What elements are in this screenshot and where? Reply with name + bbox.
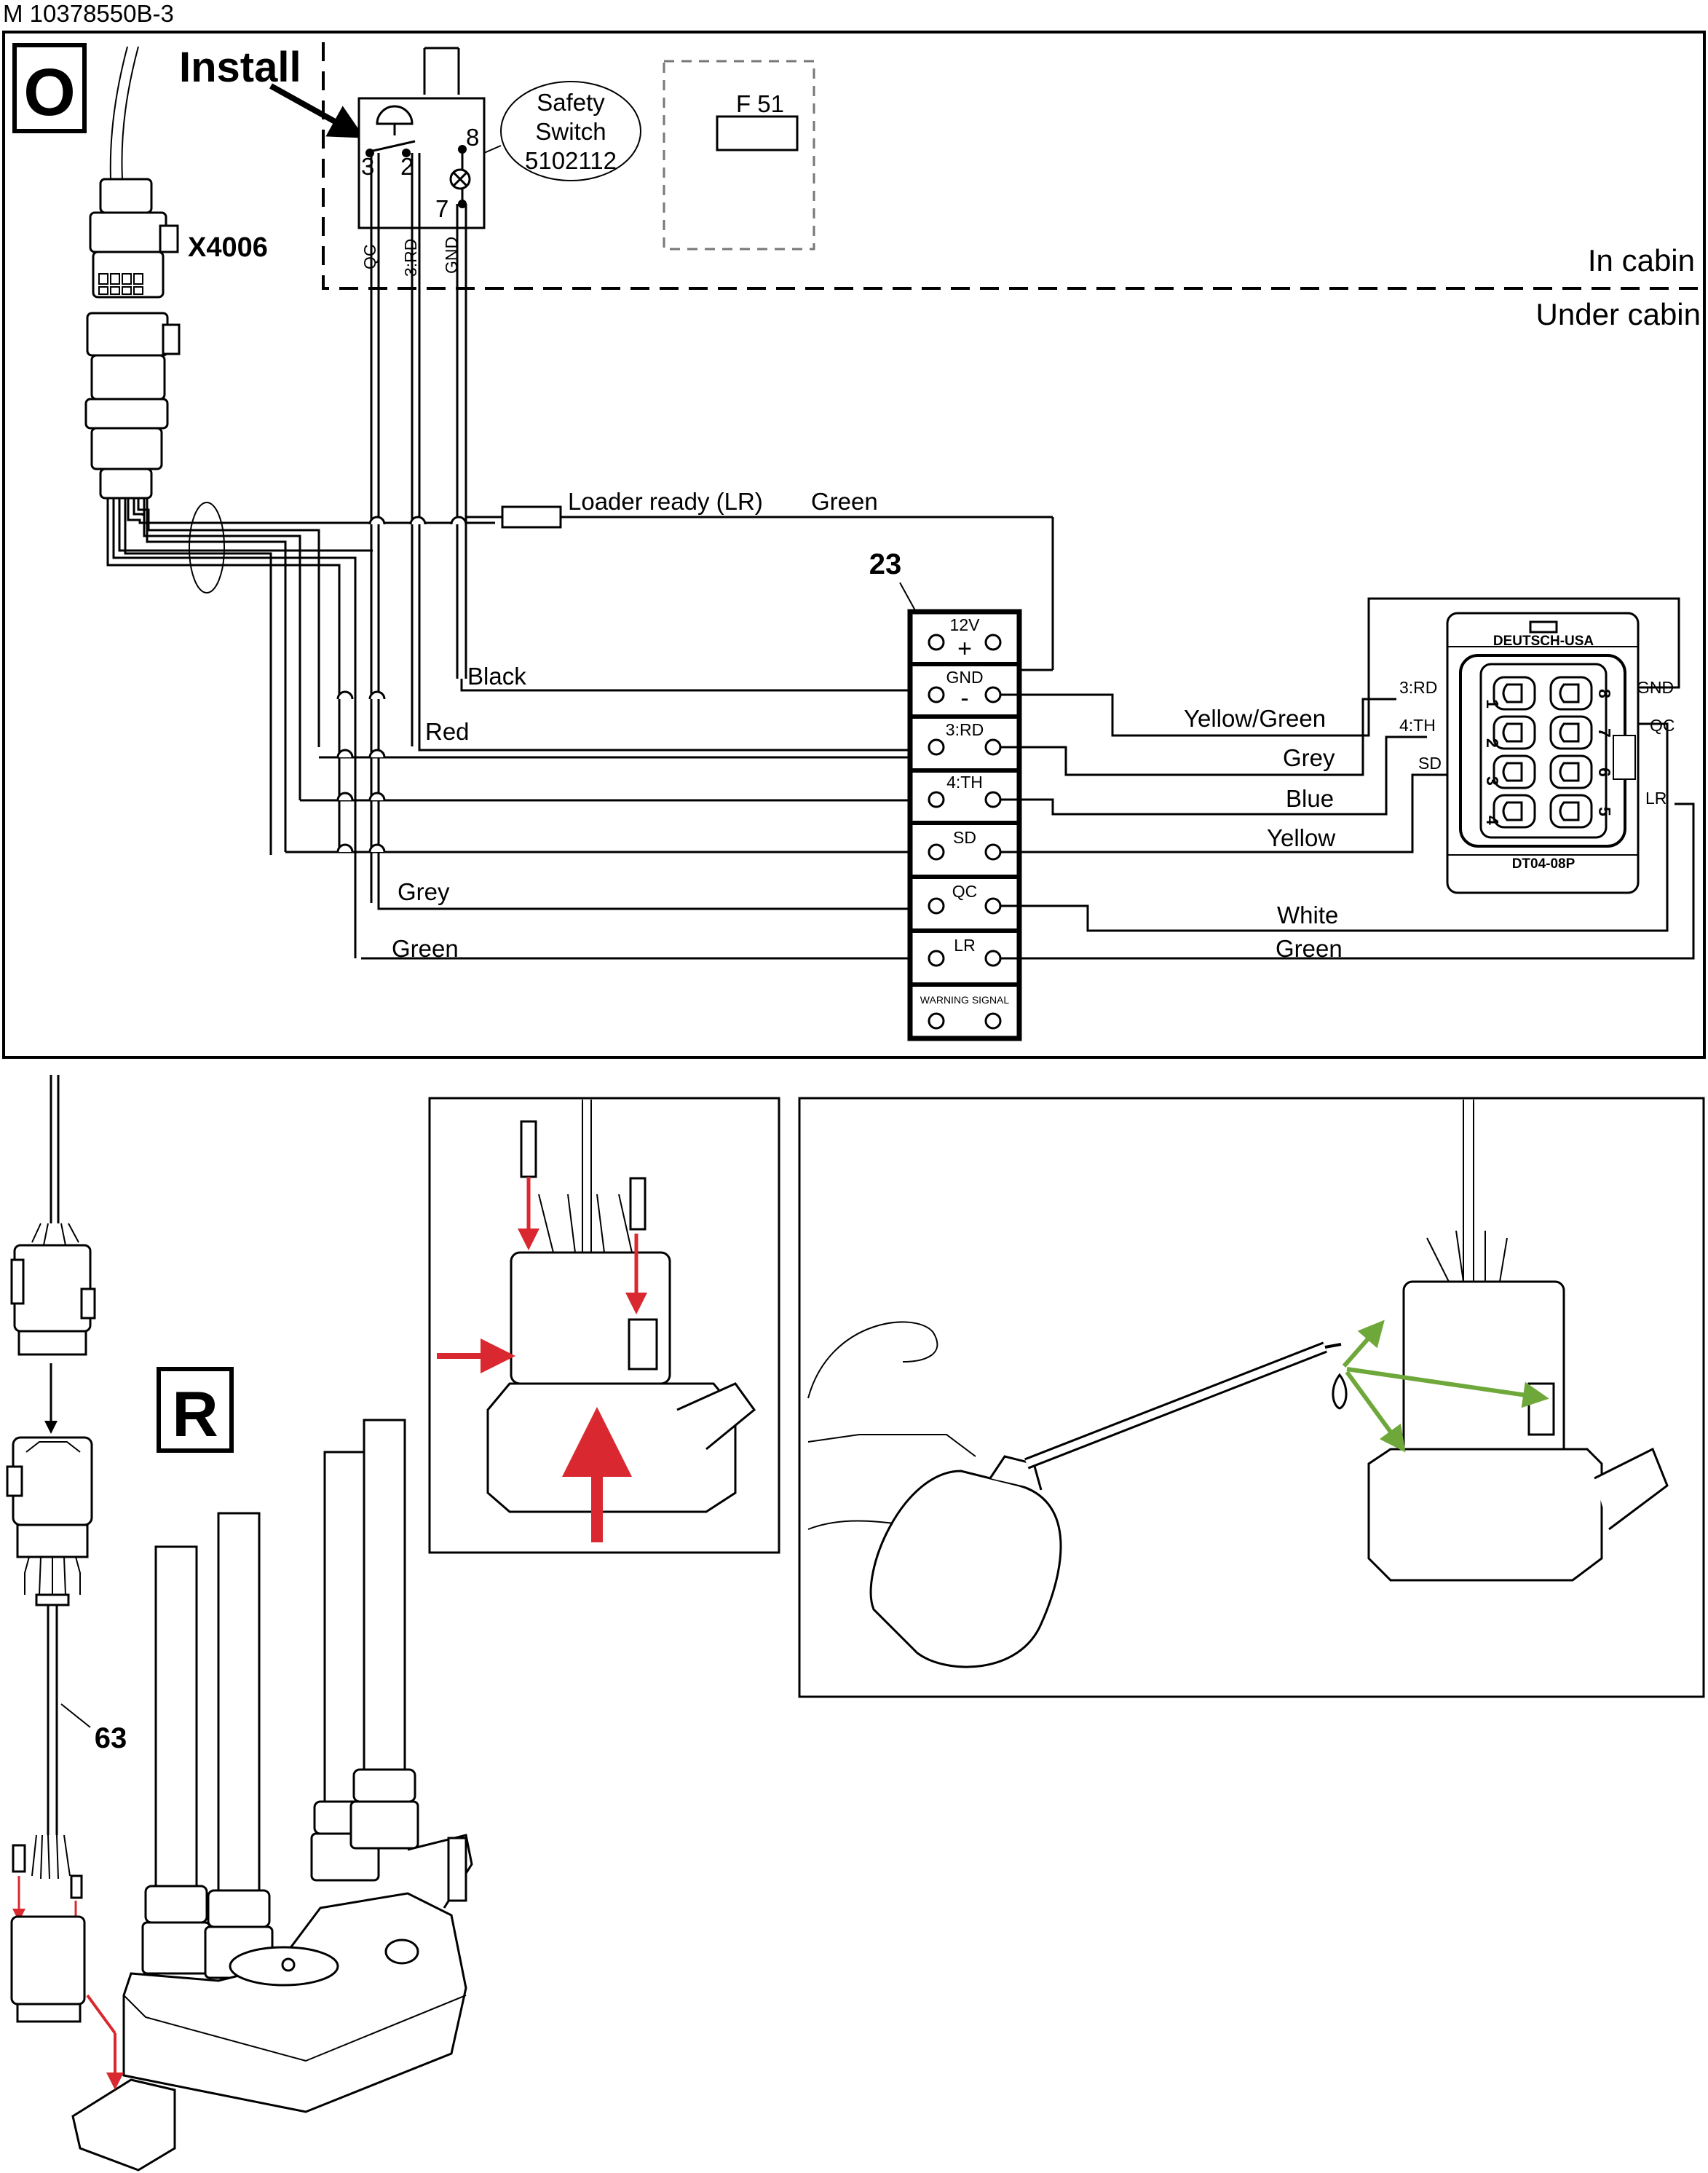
install-label: Install: [179, 44, 301, 91]
deutsch-left-4th: 4:TH: [1399, 716, 1436, 735]
connector-lower: [12, 1436, 93, 1526]
switch-pin-3: 3: [361, 153, 374, 180]
ref-63-label: 63: [95, 1722, 127, 1754]
tb-row-12v: 12V: [950, 615, 981, 634]
deutsch-right-lr: LR: [1645, 789, 1667, 808]
tb-row-3rd: 3:RD: [946, 720, 984, 739]
panel-o-wiring-schematic: O Install In cabin Under cabin F 51 3 2: [2, 31, 1706, 1059]
safety-switch-line3: 5102112: [525, 147, 617, 174]
deutsch-left-sd: SD: [1418, 754, 1442, 773]
doc-reference: M 10378550B-3: [3, 0, 174, 27]
tb-row-qc: QC: [952, 882, 978, 901]
deutsch-pin-7: 7: [1595, 728, 1614, 738]
tb-row-warning: WARNING SIGNAL: [920, 994, 1010, 1006]
inset-seat-connector: [428, 1097, 780, 1554]
tb-row-4th: 4:TH: [946, 773, 983, 792]
switch-wire-3rd: 3:RD: [401, 239, 420, 277]
loader-ready-label: Loader ready (LR): [568, 488, 763, 515]
wire-yellow-label: Yellow: [1267, 824, 1335, 851]
deutsch-right-gnd: GND: [1637, 678, 1674, 697]
harness-bundle: [106, 498, 495, 852]
switch-wire-gnd: GND: [442, 237, 461, 274]
connector-seated: [10, 1915, 86, 2006]
connector-upper: [13, 1244, 92, 1333]
fuse-label: F 51: [736, 90, 784, 117]
harness-sleeve: [189, 502, 225, 593]
switch-pin-7: 7: [435, 195, 448, 222]
panel-r-letter: R: [172, 1378, 218, 1450]
deutsch-pin-1: 1: [1483, 699, 1502, 709]
deutsch-pin-6: 6: [1595, 768, 1614, 777]
in-cabin-label: In cabin: [1588, 243, 1695, 277]
wire-white-label: White: [1277, 902, 1338, 928]
hydraulic-valve-block: [71, 1419, 473, 2172]
panel-r-assembly: R 63: [6, 1075, 1705, 2172]
wire-crossings: [336, 516, 467, 853]
switch-wire-qc: QC: [360, 245, 379, 270]
deutsch-right-qc: QC: [1650, 716, 1675, 735]
safety-switch-line2: Switch: [535, 118, 606, 145]
panel-o-badge: [12, 43, 87, 133]
tb-sign-plus: +: [957, 635, 972, 663]
wire-blue-label: Blue: [1286, 785, 1334, 812]
switch-pin-8: 8: [466, 124, 479, 151]
terminal-block-23: 12V + GND - 3:RD 4:TH SD QC LR WARNING S…: [907, 609, 1022, 1041]
under-cabin-label: Under cabin: [1536, 297, 1701, 331]
safety-switch: 3 2 8 7: [357, 97, 486, 229]
wire-black-label: Black: [467, 663, 526, 690]
panel-o-letter: O: [23, 55, 76, 130]
fuse-f51: [716, 115, 799, 151]
deutsch-left-3rd: 3:RD: [1399, 678, 1437, 697]
loader-ready-color: Green: [811, 488, 878, 515]
deutsch-brand: DEUTSCH-USA: [1493, 634, 1594, 649]
tb-row-lr: LR: [954, 936, 975, 955]
safety-switch-line1: Safety: [537, 89, 605, 116]
cable-assembly: [6, 1075, 96, 2023]
deutsch-pin-8: 8: [1595, 689, 1614, 698]
deutsch-pin-5: 5: [1595, 807, 1614, 816]
wire-grey-left-label: Grey: [398, 878, 450, 905]
right-wires: [1000, 597, 1695, 960]
wire-green-right-label: Green: [1276, 935, 1343, 962]
switch-pin-2: 2: [400, 153, 414, 180]
inset-lubricate-connector: [798, 1097, 1705, 1698]
wire-green-left-label: Green: [392, 935, 459, 962]
terminal-block-ref: 23: [869, 548, 902, 580]
install-arrow: [269, 83, 365, 138]
tb-sign-minus: -: [960, 685, 968, 712]
tb-row-sd: SD: [953, 828, 976, 847]
wire-red-label: Red: [425, 718, 470, 745]
deutsch-pin-3: 3: [1483, 776, 1502, 786]
deutsch-connector: [1446, 612, 1640, 894]
deutsch-pin-2: 2: [1483, 738, 1502, 748]
x4006-label: X4006: [188, 232, 268, 263]
wire-yellowgreen-label: Yellow/Green: [1184, 705, 1326, 732]
connector-x4006: [84, 46, 181, 500]
cabin-boundary: [322, 42, 1704, 290]
panel-r-badge: [157, 1367, 234, 1453]
deutsch-pin-4: 4: [1483, 816, 1502, 825]
deutsch-model: DT04-08P: [1512, 856, 1575, 872]
loader-ready-component: [501, 505, 562, 529]
wire-grey-right-label: Grey: [1283, 744, 1335, 771]
safety-switch-callout: [500, 81, 641, 181]
tb-row-gnd: GND: [946, 668, 983, 687]
left-wires: [269, 679, 939, 960]
fuse-area: [663, 60, 815, 251]
